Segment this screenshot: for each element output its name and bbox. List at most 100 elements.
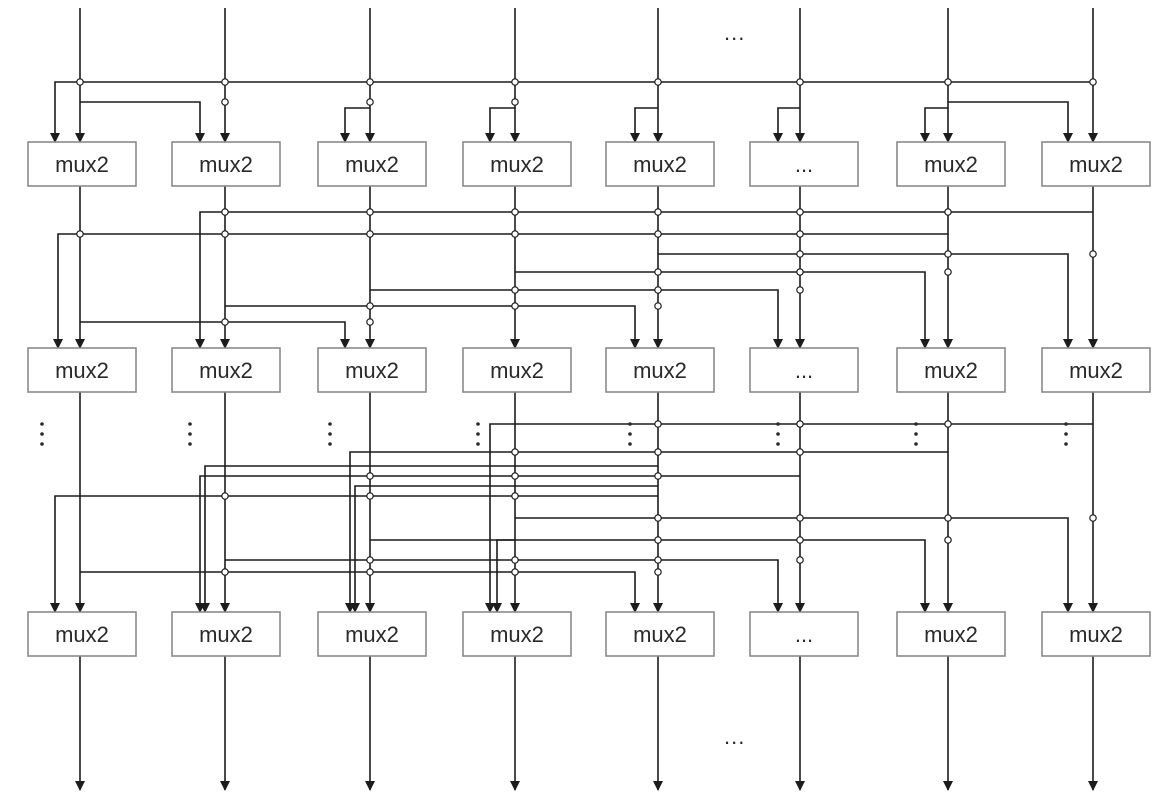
ellipsis-dot [628,432,632,436]
block-box [605,347,715,393]
stage2-cross-wire [225,559,783,613]
wire-crossing [796,556,804,564]
wire-crossing [221,78,229,86]
stage1-cross-wire [225,305,640,349]
block-box [896,347,1006,393]
wire-crossing [654,230,662,238]
ellipsis-dot [1064,422,1068,426]
wire-crossing [796,250,804,258]
block-label: mux2 [199,622,253,647]
ellipsis-dot [40,442,44,446]
wire-crossing [1089,78,1097,86]
wire-crossing [511,492,519,500]
mux2-block: mux2 [1041,141,1151,187]
wire-crossing [366,98,374,106]
wire-crossing [1089,514,1097,522]
block-box [27,141,137,187]
top-ellipsis: ... [724,20,745,45]
wire-crossing [366,556,374,564]
stage1-cross-wire [370,289,783,349]
wire-crossing [944,268,952,276]
ellipsis-dot [40,422,44,426]
top-cross-wire [340,107,370,143]
ellipsis-dot [328,442,332,446]
vertical-ellipsis [1064,422,1068,446]
stage2-cross-wire [200,465,658,613]
stage1-cross-wire [195,211,1093,349]
block-label: mux2 [490,622,544,647]
block-box [605,611,715,657]
ellipsis-block: ... [749,611,859,657]
stage2-cross-wire [345,451,948,613]
stage2-cross-wire [515,517,1073,613]
wire-crossing [221,230,229,238]
wire-crossing [796,536,804,544]
ellipsis-block: ... [749,141,859,187]
block-box [317,347,427,393]
block-label: mux2 [1069,358,1123,383]
wire-crossing [654,514,662,522]
mux2-block: mux2 [27,347,137,393]
block-label: mux2 [633,622,687,647]
block-box [749,141,859,187]
block-box [749,347,859,393]
block-label: mux2 [55,152,109,177]
block-label: mux2 [633,152,687,177]
wire-crossing [654,78,662,86]
block-box [27,611,137,657]
wire-crossing [796,268,804,276]
wire-crossing [221,98,229,106]
stage1-cross-wire [515,271,930,349]
block-label: mux2 [345,622,399,647]
ellipsis-block: ... [749,347,859,393]
mux2-block: mux2 [896,347,1006,393]
stage2-cross-wire [485,423,1093,613]
stage2-cross-wire [195,475,800,613]
ellipsis-dot [628,442,632,446]
vertical-ellipsis [628,422,632,446]
ellipsis-dot [188,442,192,446]
wire-crossing [511,78,519,86]
ellipsis-dot [914,422,918,426]
block-box [27,347,137,393]
block-box [317,141,427,187]
block-box [1041,347,1151,393]
block-label: mux2 [55,358,109,383]
wire-crossing [944,78,952,86]
block-label: mux2 [924,152,978,177]
block-label: mux2 [1069,622,1123,647]
mux2-block: mux2 [1041,347,1151,393]
mux2-block: mux2 [171,347,281,393]
block-label: mux2 [199,358,253,383]
wire-crossing [511,472,519,480]
ellipsis-dot [628,422,632,426]
wire-crossing [511,208,519,216]
wire-crossing [654,302,662,310]
block-box [171,141,281,187]
block-label: mux2 [345,152,399,177]
block-label: mux2 [55,622,109,647]
block-label: mux2 [924,358,978,383]
wire-crossing [366,208,374,216]
block-label: mux2 [633,358,687,383]
wire-crossing [654,268,662,276]
wire-crossing [511,230,519,238]
wire-crossing [654,568,662,576]
stage2-cross-wire [350,485,658,613]
ellipsis-dot [476,432,480,436]
ellipsis-dot [40,432,44,436]
block-box [749,611,859,657]
block-label: mux2 [199,152,253,177]
ellipsis-dot [1064,442,1068,446]
vertical-ellipsis [188,422,192,446]
wire-crossing [511,302,519,310]
wire-crossing [221,318,229,326]
block-box [605,141,715,187]
top-cross-wire [80,101,205,143]
wire-crossing [654,208,662,216]
block-label: mux2 [924,622,978,647]
wire-crossing [1089,250,1097,258]
block-label: mux2 [490,358,544,383]
mux2-block: mux2 [462,611,572,657]
